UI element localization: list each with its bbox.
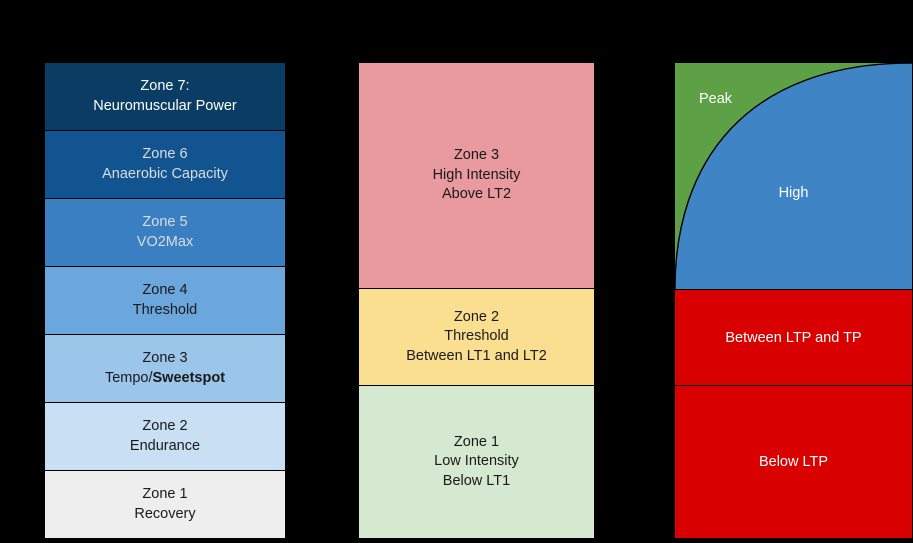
ltp-model-column: Peak High Between LTP and TP Below LTP [674,62,913,539]
zone-band-5: Zone 5 VO2Max [45,199,285,267]
zone-band-4-line2: Threshold [132,301,198,318]
lt-band-zone3-line2: High Intensity [432,166,521,183]
lt-band-zone1: Zone 1 Low Intensity Below LT1 [359,386,594,538]
zone-band-1: Zone 1 Recovery [45,471,285,538]
zone-band-3-line2-emphasis: Sweetspot [152,369,226,386]
zone-band-1-line2: Recovery [134,505,196,522]
peak-high-curve-region: Peak High [675,63,912,289]
below-ltp-label: Below LTP [758,454,829,470]
zone-band-4-line1: Zone 4 [142,282,188,299]
zone-band-3-line2-text: Tempo/ [104,369,153,386]
zone-band-5-line2: VO2Max [136,233,194,250]
lt-band-zone1-line3: Below LT1 [442,472,511,489]
zone-band-2-line1: Zone 2 [142,418,188,435]
lt-band-zone2-line1: Zone 2 [453,308,500,325]
high-area-shape [675,63,912,289]
lt-band-zone3-line1: Zone 3 [453,147,500,164]
zone-band-6: Zone 6 Anaerobic Capacity [45,131,285,199]
zone-band-2-line2: Endurance [129,437,201,454]
zone-band-3-line1: Zone 3 [142,350,188,367]
zone-band-6-line2: Anaerobic Capacity [102,165,228,182]
three-zone-model-column: Zone 3 High Intensity Above LT2 Zone 2 T… [358,62,595,539]
zone-band-7-line2: Neuromuscular Power [93,97,237,114]
zone-band-6-line1: Zone 6 [142,146,188,163]
between-ltp-and-tp-label: Between LTP and TP [725,329,862,346]
zone-band-2: Zone 2 Endurance [45,403,285,471]
zone-band-3: Zone 3 Tempo/Sweetspot [45,335,285,403]
zone-band-1-line1: Zone 1 [142,486,188,503]
lt-band-zone2-line2: Threshold [444,328,509,345]
curve-boundary-line [675,63,912,289]
lt-band-zone1-line1: Zone 1 [453,433,500,450]
lt-band-zone2: Zone 2 Threshold Between LT1 and LT2 [359,289,594,386]
lt-band-zone3: Zone 3 High Intensity Above LT2 [359,63,594,289]
lt-band-zone1-line2: Low Intensity [434,453,519,470]
lt-band-zone2-line3: Between LT1 and LT2 [406,347,547,364]
zone-band-5-line1: Zone 5 [142,214,188,231]
zone-band-7-line1: Zone 7: [140,78,190,95]
zone-band-3-line2: Tempo/Sweetspot [105,369,225,388]
between-ltp-and-tp-band: Between LTP and TP [675,289,912,386]
lt-band-zone3-line3: Above LT2 [441,186,512,203]
peak-high-curve-svg [675,63,912,289]
zone-band-7: Zone 7: Neuromuscular Power [45,63,285,131]
zone-band-4: Zone 4 Threshold [45,267,285,335]
seven-zone-model-column: Zone 7: Neuromuscular Power Zone 6 Anaer… [44,62,286,539]
below-ltp-band: Below LTP [675,386,912,538]
